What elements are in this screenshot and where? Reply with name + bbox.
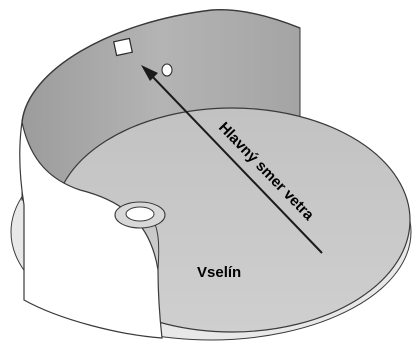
central-pipe-inner xyxy=(126,207,154,221)
square-opening-icon xyxy=(114,38,133,55)
round-hole-icon xyxy=(162,64,172,76)
pit-label: Vselín xyxy=(197,264,241,281)
